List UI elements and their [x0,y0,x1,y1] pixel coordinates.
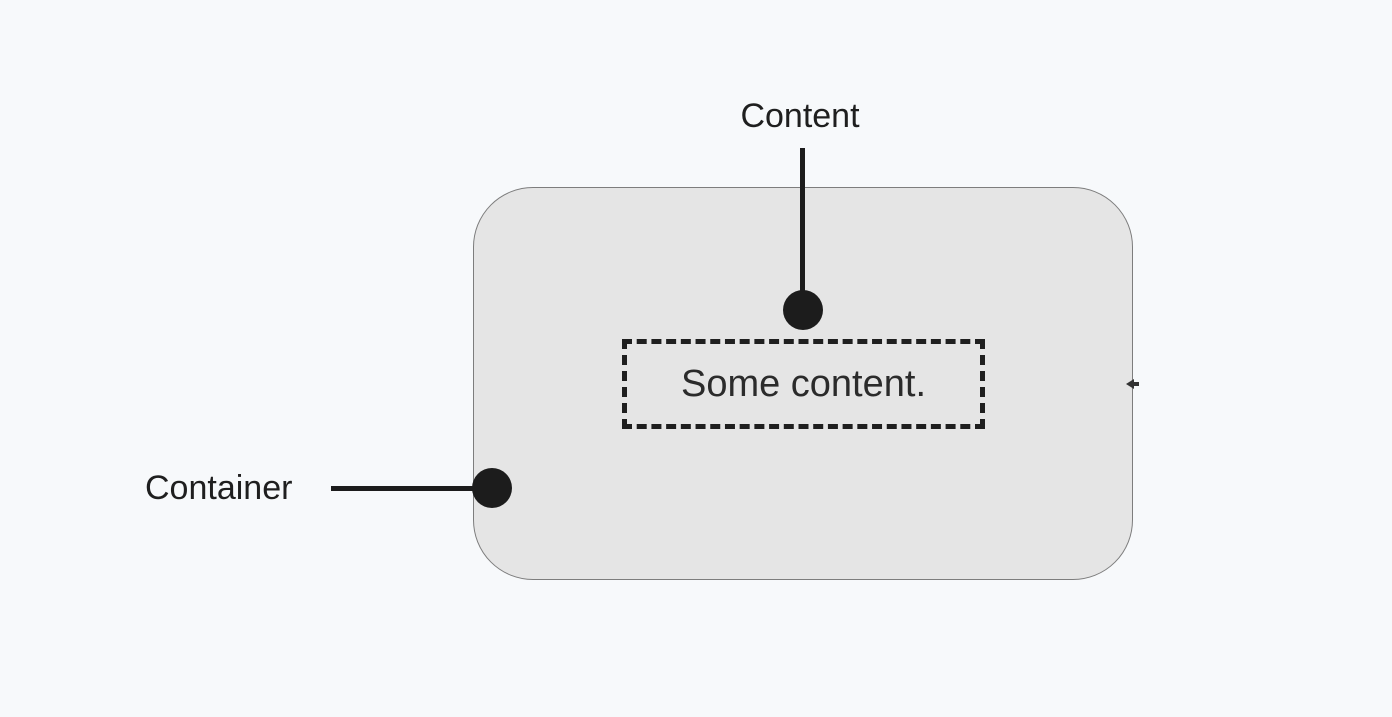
content-connector-dot [783,290,823,330]
content-label: Content [740,97,860,135]
container-connector-dot [472,468,512,508]
container-connector-line [331,486,492,491]
small-left-arrow-icon [1126,379,1134,389]
content-dashed-box: Some content. [622,339,985,429]
content-text: Some content. [680,362,927,405]
small-left-arrow-tail [1134,382,1139,386]
content-connector-line [800,148,805,308]
container-label: Container [145,469,293,507]
